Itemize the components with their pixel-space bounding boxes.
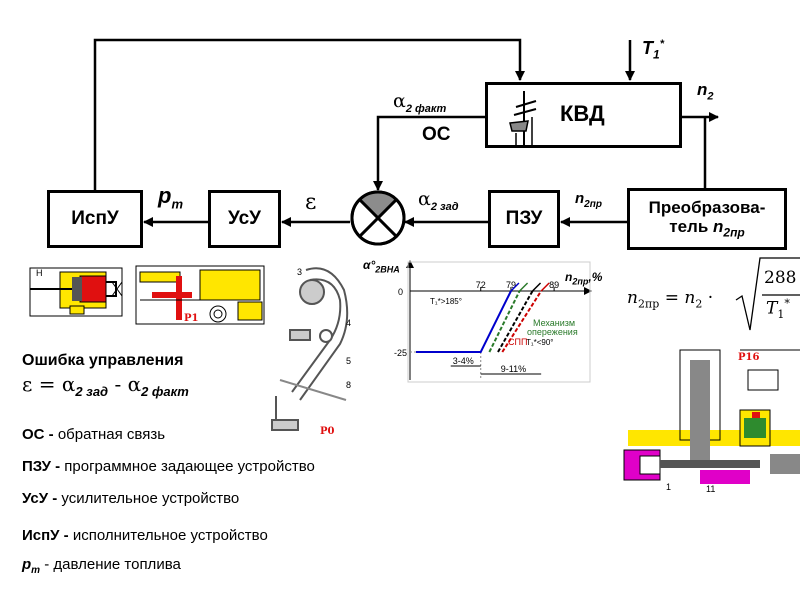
usu-block: УсУ [208,190,281,248]
ispu-label: ИспУ [71,208,119,230]
chart-xlabel: n2пр,% [565,270,603,287]
n2pr-label: n2пр [575,190,602,210]
t1-label: T1* [642,38,664,62]
legend-os: ОС - обратная связь [22,426,166,443]
part-4-label: 4 [346,318,352,328]
part-8-label: 8 [346,380,352,390]
part-5-label: 5 [346,356,352,366]
converter-line2: тель n2пр [669,217,745,240]
pzu-block: ПЗУ [488,190,560,248]
part-h1-label: Н [36,268,43,278]
kvd-label: КВД [560,101,605,126]
converter-block: Преобразова- тель n2пр [627,188,787,250]
alpha-fact-label: α2 факт [393,90,447,115]
os-label: ОС [422,124,451,145]
part-1-label: 1 [666,482,672,492]
legend-pt: pт - давление топлива [22,556,181,576]
part-11-label: 11 [706,484,716,494]
epsilon-label: ε [305,190,317,215]
legend-ispu: ИспУ - исполнительное устройство [22,527,268,544]
p1-label: Р1 [184,313,199,324]
kvd-block: КВД [485,82,682,148]
pzu-label: ПЗУ [505,208,543,230]
legend-usu: УсУ - усилительное устройство [22,490,240,507]
error-formula: ε = α2 зад - α2 факт [22,372,189,399]
n2-label: n2 [697,80,714,103]
usu-label: УсУ [227,208,261,230]
converter-line1: Преобразова- [648,197,766,217]
formula-numerator: 288 [764,268,797,288]
os-wire [373,115,485,191]
kvd-vane-icon [509,91,537,145]
sqrt-symbol [735,257,800,331]
alpha-zad-label: α2 зад [418,188,459,213]
p0-label: Р0 [320,426,335,437]
legend-pzu: ПЗУ - программное задающее устройство [22,458,315,475]
pt-label: pт [158,183,184,212]
error-title: Ошибка управления [22,352,184,369]
n2pr-formula: n2пр = n2 · [627,288,714,311]
comparator-icon [350,190,406,246]
part-3-label: 3 [297,267,303,277]
formula-denominator: T1* [766,297,790,322]
ispu-block: ИспУ [47,190,143,248]
p16-label: Р16 [738,352,760,363]
chart-ylabel: α°2ВНА [363,258,400,275]
feedback-top-wire [93,38,525,190]
